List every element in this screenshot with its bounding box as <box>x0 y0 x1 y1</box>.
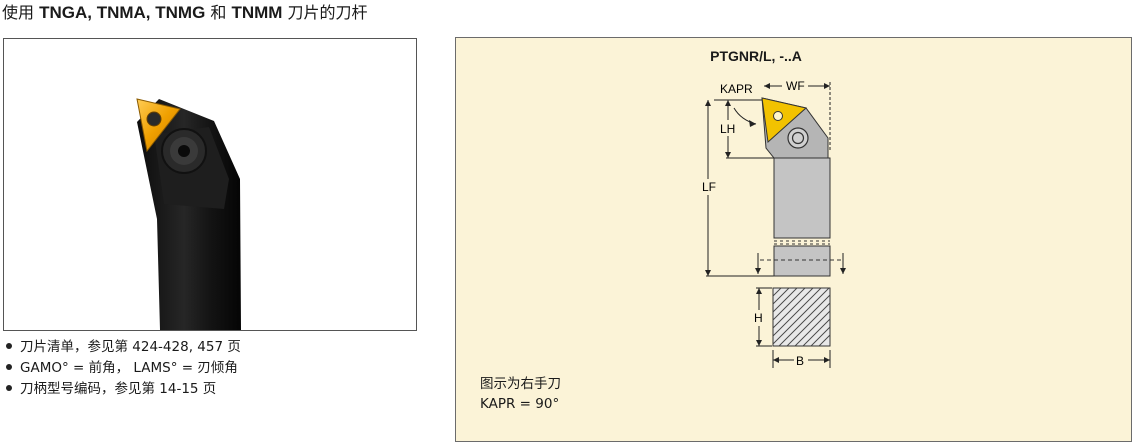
title-suffix: 刀片的刀杆 <box>282 3 368 22</box>
tool-holder-illustration <box>136 98 241 330</box>
dimension-diagram-panel: PTGNR/L, -..A <box>455 37 1132 442</box>
shank-lower <box>773 245 831 277</box>
shank-cross-section <box>772 287 831 347</box>
wf-label: WF <box>786 79 805 93</box>
note-angles: GAMO° = 前角， LAMS° = 刃倾角 <box>3 358 241 379</box>
title-last-code: TNMM <box>231 3 283 22</box>
insert-drawing <box>761 97 808 144</box>
caption-hand: 图示为右手刀 <box>480 376 561 392</box>
note-insert-list: 刀片清单，参见第 424-428, 457 页 <box>3 337 241 358</box>
tool-holder-photo <box>3 38 417 331</box>
clamp-screw-drawing <box>787 127 809 149</box>
title-insert-codes: TNGA, TNMA, TNMG <box>39 3 206 22</box>
b-label: B <box>796 354 804 368</box>
note-code-key: 刀柄型号编码，参见第 14-15 页 <box>3 379 241 400</box>
diagram-title: PTGNR/L, -..A <box>710 48 802 64</box>
title-connector: 和 <box>205 3 232 22</box>
notes-list: 刀片清单，参见第 424-428, 457 页 GAMO° = 前角， LAMS… <box>3 337 241 400</box>
page-title: 使用 TNGA, TNMA, TNMG 和 TNMM 刀片的刀杆 <box>2 2 368 24</box>
shank-upper <box>773 157 831 239</box>
h-label: H <box>754 311 763 325</box>
caption-kapr-value: KAPR = 90° <box>480 396 560 412</box>
title-prefix: 使用 <box>2 3 40 22</box>
diagram-caption: 图示为右手刀 KAPR = 90° <box>480 374 561 414</box>
dimension-drawing: KAPR WF LH LF H B <box>700 78 846 368</box>
lf-label: LF <box>702 180 716 194</box>
kapr-label: KAPR <box>720 82 753 96</box>
lh-label: LH <box>720 122 735 136</box>
